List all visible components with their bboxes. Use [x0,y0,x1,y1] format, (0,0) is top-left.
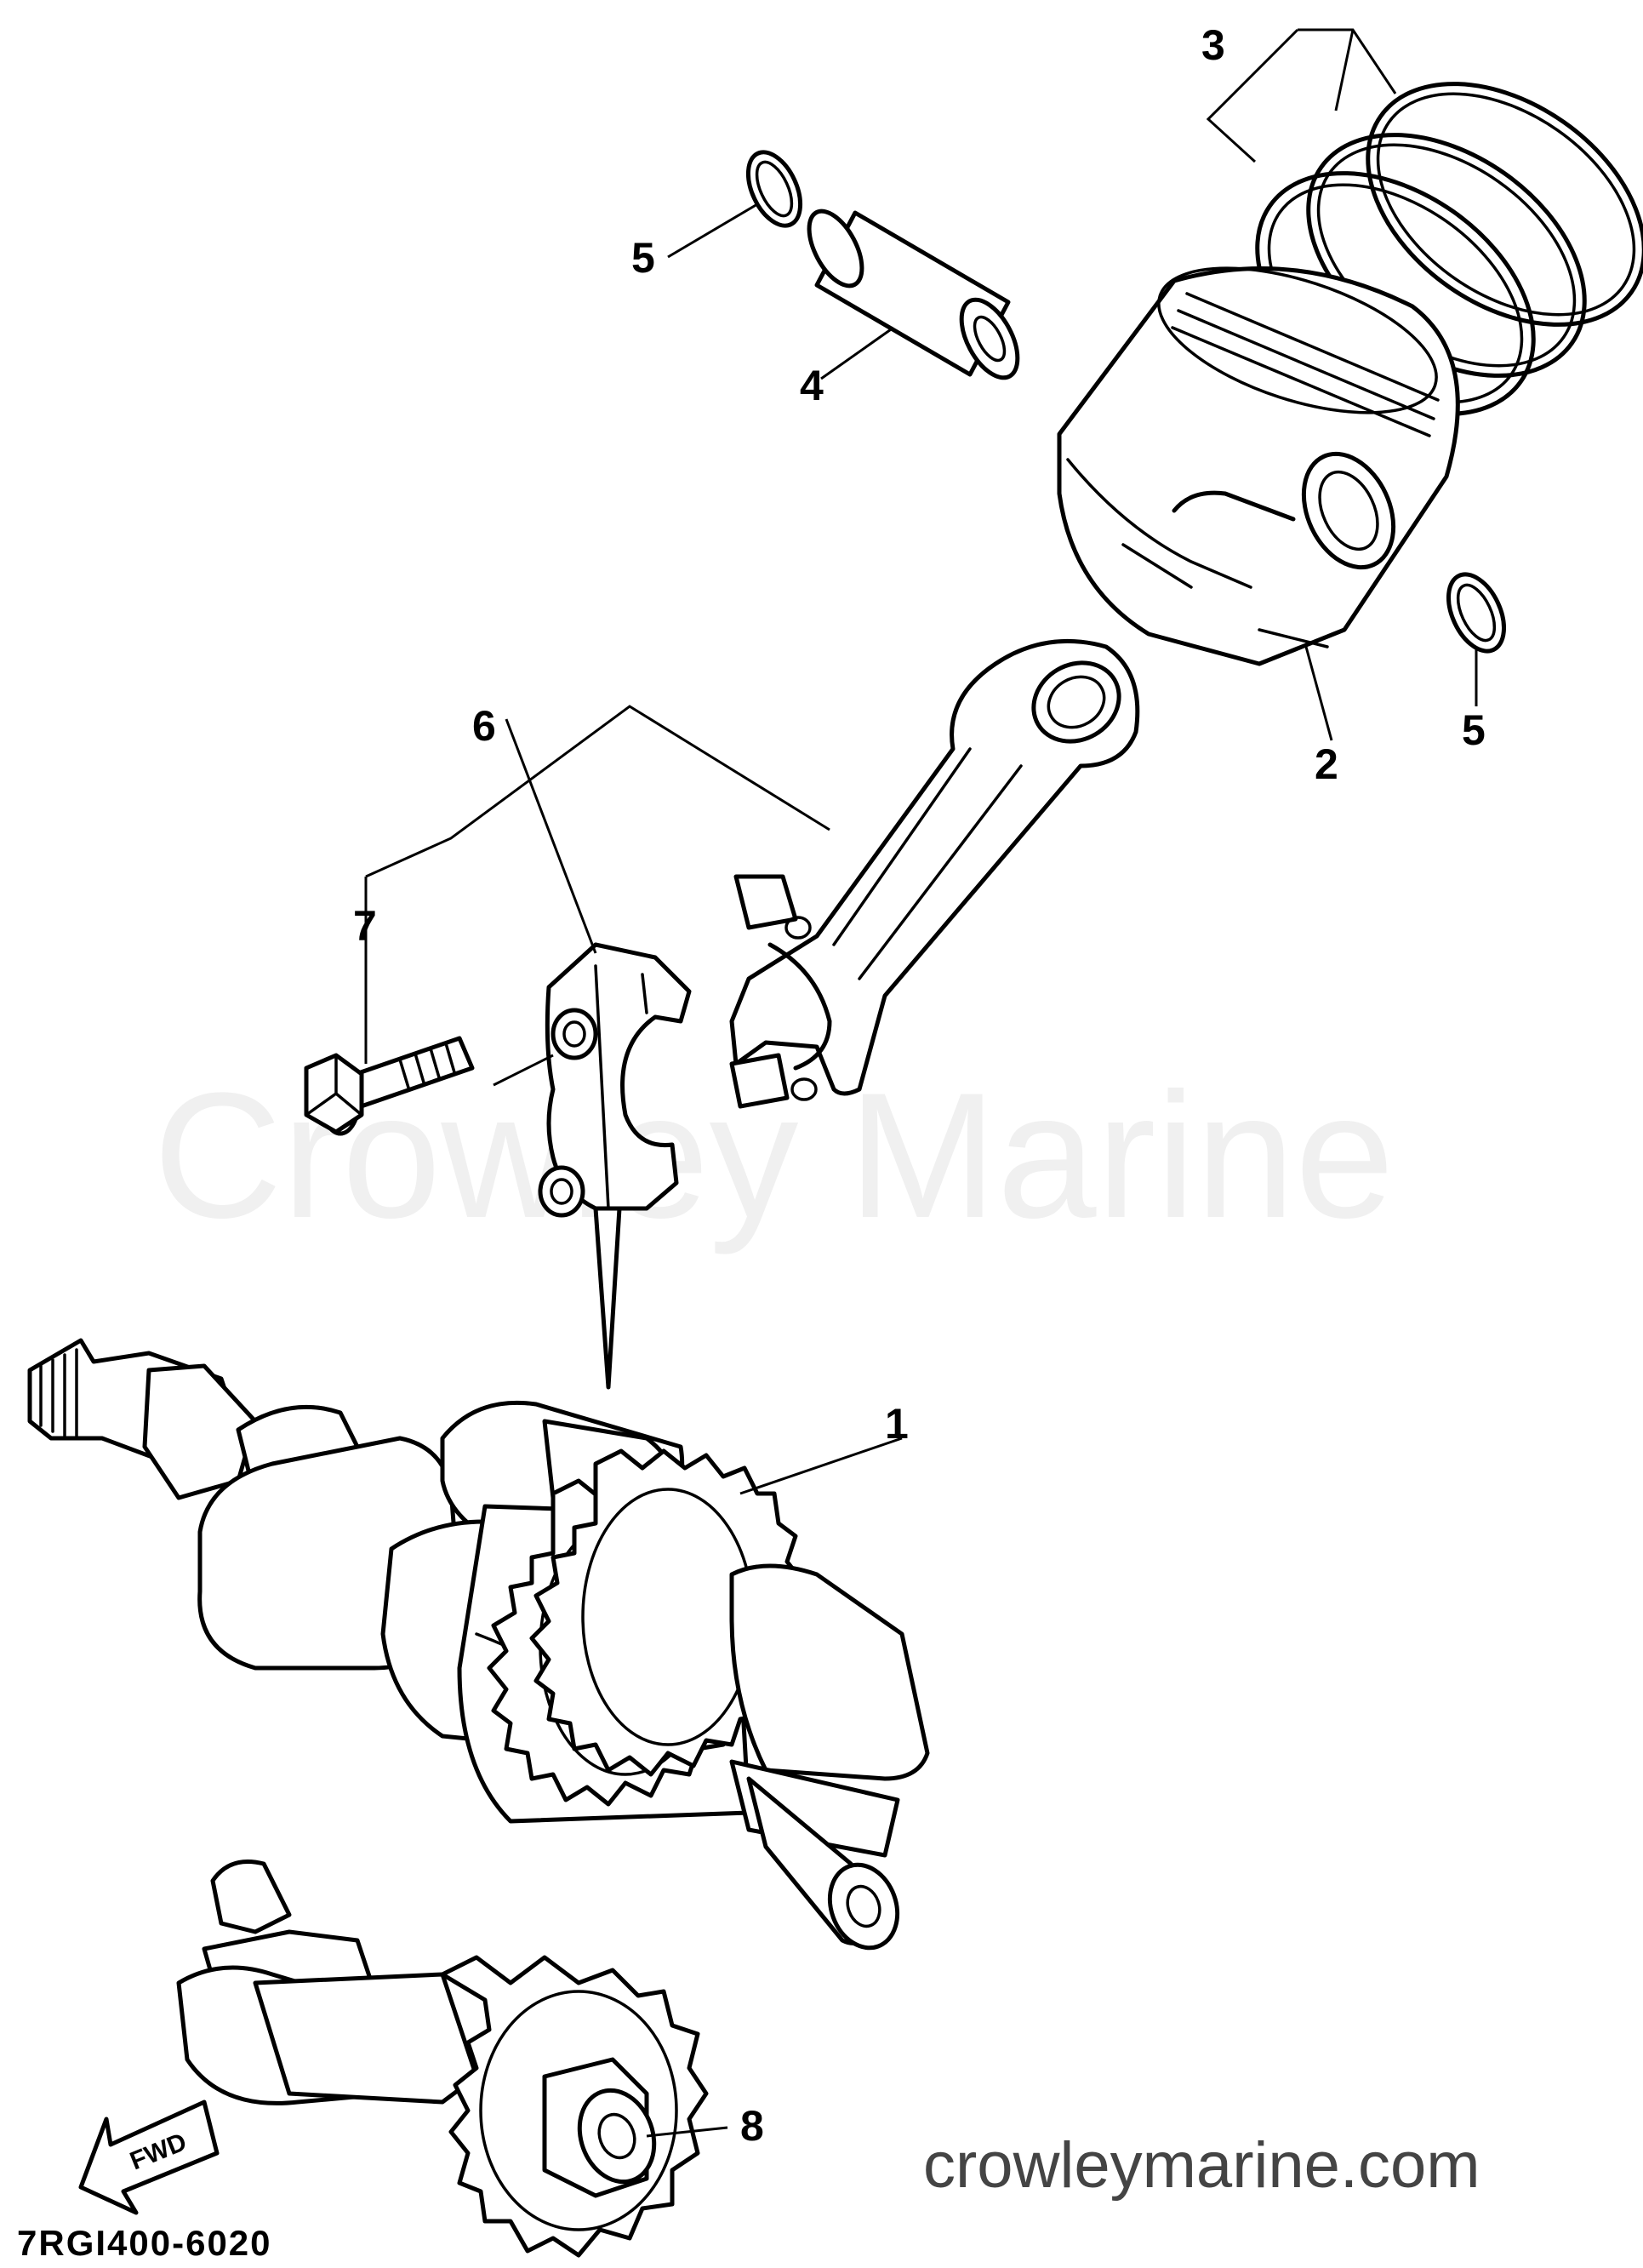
callout-7: 7 [353,902,377,950]
callout-2: 2 [1315,740,1338,788]
piston-pin-clip-left [745,150,803,228]
callout-8: 8 [740,2102,764,2150]
callout-5-left: 5 [631,234,655,282]
callout-5-right: 5 [1462,706,1486,754]
callout-1: 1 [885,1400,909,1448]
piston-pin-clip-right [1446,572,1506,654]
piston [1057,266,1460,666]
site-url: crowleymarine.com [923,2129,1480,2202]
piston-pin [807,209,1020,380]
leader-lines [364,28,1478,2138]
callout-6: 6 [472,702,496,750]
callout-4: 4 [800,362,824,409]
bearing-cap [538,942,692,1390]
bolt [304,1036,475,1136]
crankshaft-gears [487,1448,930,1951]
callout-3: 3 [1201,21,1225,69]
part-code: 7RGI400-6020 [17,2223,272,2263]
connecting-rod [729,638,1140,1109]
fwd-arrow-icon: FWD [78,2099,220,2215]
balancer-shaft [176,1860,709,2258]
piston-rings [1255,82,1643,416]
